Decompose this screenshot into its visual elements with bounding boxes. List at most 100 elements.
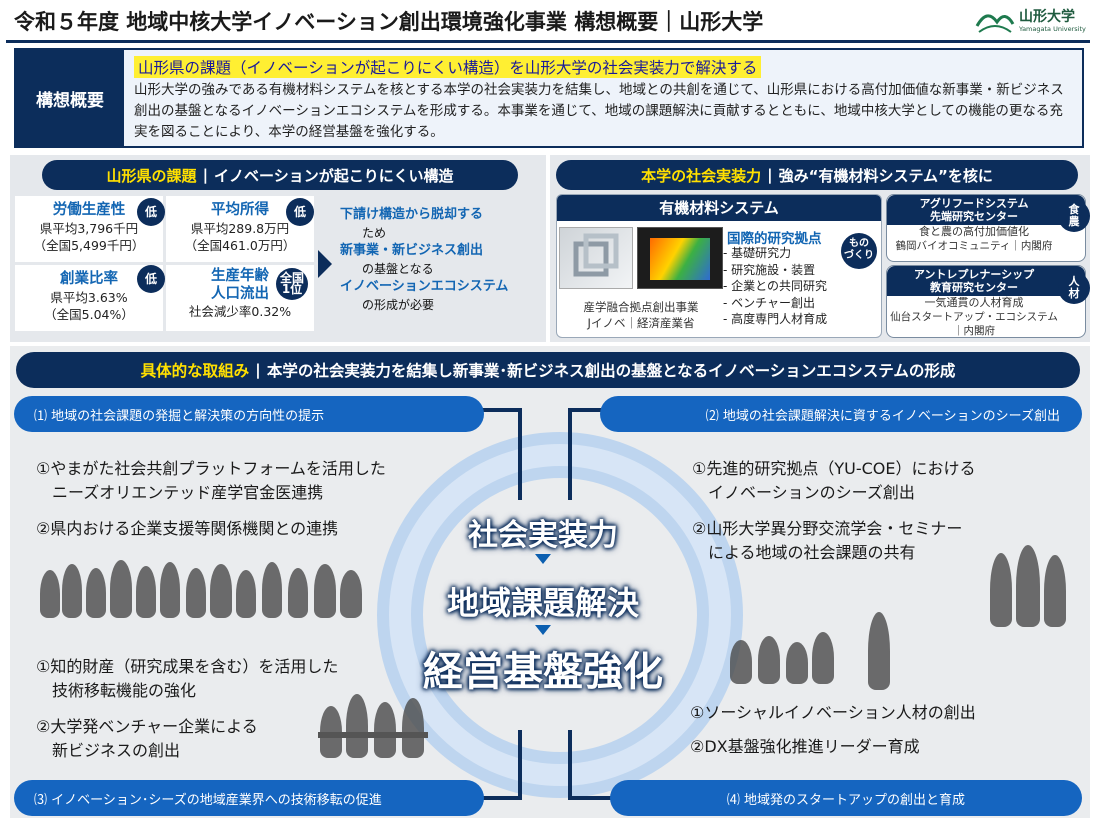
stat-value: 社会減少率0.32% <box>188 304 292 319</box>
plan-summary: 構想概要 山形県の課題（イノベーションが起こりにくい構造）を山形大学の社会実装力… <box>14 48 1084 148</box>
hub-item: - 基礎研究力 <box>723 246 792 260</box>
monozukuri-badge: もの づくり <box>841 233 877 269</box>
need-2-text: の基盤となる <box>362 262 434 276</box>
strength-title: 強み“有機材料システム”を核に <box>778 166 993 185</box>
stat-value: 県平均3,796千円 <box>39 221 139 236</box>
need-3-text: の形成が必要 <box>362 298 435 312</box>
center-word-2: 地域課題解決 <box>446 584 639 622</box>
initiative-2-item: ②山形大学異分野交流学会・セミナー <box>692 519 963 538</box>
initiative-1: ⑴ 地域の社会課題の発掘と解決策の方向性の提示 <box>14 396 484 432</box>
display-image <box>637 227 723 289</box>
people-silhouette-group <box>40 560 370 620</box>
hub-item: - ベンチャー創出 <box>723 295 816 310</box>
stat-name: 労働生産性 <box>52 202 126 218</box>
center-line-1: 一気通貫の人材育成 <box>924 296 1024 309</box>
university-logo: 山形大学 Yamagata University <box>975 4 1091 38</box>
entrepreneurship-center: アントレプレナーシップ 教育研究センター 一気通貫の人材育成 仙台スタートアップ… <box>886 265 1086 338</box>
hub-items: - 基礎研究力 - 研究施設・装置 - 企業との共同研究 - ベンチャー創出 -… <box>723 245 827 328</box>
badge-rank: 全国 1位 <box>276 268 308 300</box>
center-word-1: 社会実装力 <box>468 518 618 553</box>
initiative-1-item: ニーズオリエンテッド産学官金医連携 <box>36 483 324 502</box>
hub-item: - 研究施設・装置 <box>723 262 816 277</box>
page-title: 令和５年度 地域中核大学イノベーション創出環境強化事業 構想概要｜山形大学 <box>14 10 764 34</box>
cube-image <box>559 227 633 289</box>
initiative-3-item: ②大学発ベンチャー企業による <box>36 717 258 736</box>
center-line-2: 仙台スタートアップ・エコシステム <box>890 311 1058 323</box>
need-1-bold: 下請け構造から脱却する <box>340 207 484 222</box>
organic-system-title: 有機材料システム <box>557 195 881 221</box>
initiative-4-item: ①ソーシャルイノベーション人材の創出 <box>690 703 976 722</box>
plan-body: 山形大学の強みである有機材料システムを核とする本学の社会実装力を結集し、地域との… <box>134 82 1064 140</box>
stat-name: 生産年齢 <box>211 268 269 284</box>
plan-headline: 山形県の課題（イノベーションが起こりにくい構造）を山形大学の社会実装力で解決する <box>134 56 762 78</box>
initiative-2: ⑵ 地域の社会課題解決に資するイノベーションのシーズ創出 <box>600 396 1082 432</box>
center-header: アグリフードシステム 先端研究センター <box>887 195 1085 225</box>
plan-label: 構想概要 <box>16 50 124 146</box>
initiative-4: ⑷ 地域発のスタートアップの創出と育成 <box>610 780 1082 816</box>
center-line-3: ｜内閣府 <box>953 325 995 337</box>
cube-icon <box>573 233 619 277</box>
actions-header: 具体的な取組み|本学の社会実装力を結集し新事業･新ビジネス創出の基盤となるイノベ… <box>16 352 1080 388</box>
down-arrow-icon <box>535 625 551 635</box>
actions-title: 本学の社会実装力を結集し新事業･新ビジネス創出の基盤となるイノベーションエコシス… <box>266 362 956 380</box>
stat-name: 平均所得 <box>211 202 269 218</box>
badge-low: 低 <box>137 198 165 226</box>
issues-label: 山形県の課題 <box>106 166 197 185</box>
issues-needs: 下請け構造から脱却する ため 新事業・新ビジネス創出 の基盤となる イノベーショ… <box>336 206 542 314</box>
talent-badge: 人材 <box>1058 272 1090 304</box>
badge-line-2: づくり <box>844 250 874 261</box>
badge-line-1: もの <box>849 238 869 249</box>
meeting-silhouette <box>318 688 428 760</box>
strength-header: 本学の社会実装力|強み“有機材料システム”を核に <box>556 160 1078 190</box>
stat-national: （全国5.04%） <box>44 307 134 322</box>
stat-name: 創業比率 <box>60 271 118 287</box>
logo-sub: Yamagata University <box>1019 25 1086 33</box>
logo-mark-icon <box>975 14 1015 33</box>
initiative-3-item: 新ビジネスの創出 <box>36 741 181 760</box>
strength-label: 本学の社会実装力 <box>641 166 762 185</box>
need-1-text: ため <box>362 226 387 240</box>
food-agri-badge: 食農 <box>1058 200 1090 232</box>
logo-name: 山形大学 <box>1019 9 1075 25</box>
team-silhouette <box>990 545 1072 627</box>
issues-title: イノベーションが起こりにくい構造 <box>214 166 454 185</box>
badge-rank-1: 全国 <box>279 271 304 285</box>
agrifood-center: アグリフードシステム 先端研究センター 食と農の高付加価値化 鶴岡バイオコミュニ… <box>886 194 1086 262</box>
initiative-2-item: イノベーションのシーズ創出 <box>692 483 915 502</box>
center-line-2: 鶴岡バイオコミュニティ｜内閣府 <box>895 240 1053 252</box>
badge-low: 低 <box>137 265 165 293</box>
badge-low: 低 <box>286 198 314 226</box>
hub-title: 国際的研究拠点 <box>727 231 822 247</box>
issues-header: 山形県の課題|イノベーションが起こりにくい構造 <box>42 160 518 190</box>
stat-value: 県平均3.63% <box>50 290 128 305</box>
header-rule <box>6 40 1090 43</box>
need-2-bold: 新事業・新ビジネス創出 <box>340 243 484 258</box>
center-word-3: 経営基盤強化 <box>423 649 663 695</box>
center-header: アントレプレナーシップ 教育研究センター <box>887 266 1085 296</box>
badge-rank-2: 1位 <box>281 282 303 296</box>
initiative-3-item: 技術移転機能の強化 <box>36 681 197 700</box>
initiative-1-item: ②県内おける企業支援等関係機関との連携 <box>36 519 339 538</box>
initiative-4-item: ②DX基盤強化推進リーダー育成 <box>690 737 920 756</box>
stat-value: 県平均289.8万円 <box>190 221 290 236</box>
system-caption-1: 産学融合拠点創出事業 <box>583 300 699 314</box>
center-line-1: 食と農の高付加価値化 <box>919 225 1029 238</box>
need-3-bold: イノベーションエコシステム <box>340 279 509 294</box>
stat-name-2: 人口流出 <box>211 286 269 302</box>
stat-national: （全国5,499千円） <box>33 238 145 253</box>
system-caption-2: Jイノベ｜経済産業省 <box>587 316 695 330</box>
hub-item: - 企業との共同研究 <box>723 279 828 293</box>
actions-label: 具体的な取組み <box>140 362 250 380</box>
hub-item: - 高度専門人材育成 <box>723 312 828 326</box>
initiative-2-item: による地域の社会課題の共有 <box>692 543 916 562</box>
organic-system-box: 有機材料システム 国際的研究拠点 もの づくり - 基礎研究力 - 研究施設・装… <box>556 194 882 338</box>
initiative-2-item: ①先進的研究拠点（YU-COE）における <box>692 459 976 478</box>
initiative-3-item: ①知的財産（研究成果を含む）を活用した <box>36 657 339 676</box>
down-arrow-icon <box>535 554 551 564</box>
arrow-right-icon <box>318 250 332 278</box>
initiative-3: ⑶ イノベーション･シーズの地域産業界への技術移転の促進 <box>14 780 484 816</box>
seminar-silhouette <box>700 612 900 696</box>
initiative-1-item: ①やまがた社会共創プラットフォームを活用した <box>36 459 386 478</box>
stat-national: （全国461.0万円） <box>184 238 296 253</box>
